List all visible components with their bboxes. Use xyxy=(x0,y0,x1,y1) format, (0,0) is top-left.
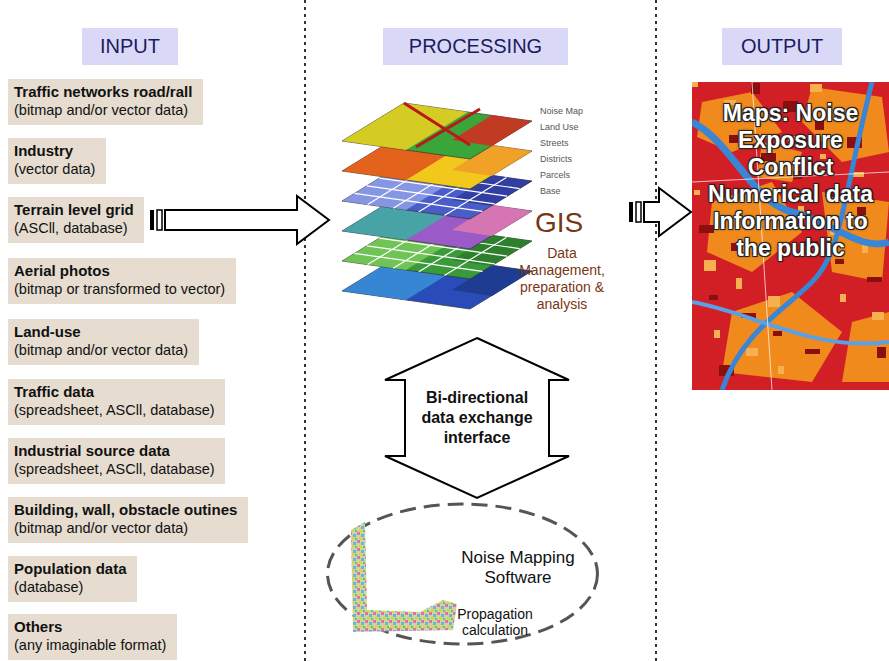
text-block: Industry xyxy=(14,141,100,160)
layer-label: Parcels xyxy=(540,170,570,180)
text-block: Noise Mapping Software xyxy=(437,548,599,588)
input-box: Industry(vector data) xyxy=(8,138,106,184)
road-line xyxy=(692,302,889,344)
text-block: Maps: Noise Exposure Conflict Numerical … xyxy=(702,100,879,262)
exposure-area xyxy=(842,312,889,382)
text-block: (bitmap and/or vector data) xyxy=(14,101,197,120)
text-block: Aerial photos xyxy=(14,261,230,280)
arrow-tail-bar xyxy=(150,210,154,230)
building-block xyxy=(877,347,886,358)
grid-line xyxy=(367,186,495,204)
column-heading: OUTPUT xyxy=(722,28,842,65)
building-block xyxy=(867,277,882,282)
layer-label: Streets xyxy=(540,138,569,148)
building-block xyxy=(704,260,716,271)
block-arrow xyxy=(150,196,329,244)
text-block: OUTPUT xyxy=(741,35,823,58)
text-block: (vector data) xyxy=(14,160,100,179)
building-block xyxy=(872,312,884,320)
grid-line xyxy=(354,253,482,271)
text-block: Others xyxy=(14,617,171,636)
text-block: Traffic networks road/rall xyxy=(14,82,197,101)
input-box: Population data(database) xyxy=(8,556,137,602)
layer-label: Land Use xyxy=(540,122,579,132)
input-box: Building, wall, obstacle outines(bitmap … xyxy=(8,497,248,543)
text-block: Propagation calculation xyxy=(430,606,560,638)
street-line xyxy=(692,82,889,390)
text-block: Traffic data xyxy=(14,382,219,401)
grid-line xyxy=(354,193,482,211)
building-block xyxy=(810,84,822,92)
input-box: Terrain level grid(ASCll, database) xyxy=(8,197,144,243)
arrow-body xyxy=(165,196,329,244)
text-block: Terrain level grid xyxy=(14,200,138,219)
building-block xyxy=(746,348,758,356)
input-box: Aerial photos(bitmap or transformed to v… xyxy=(8,258,236,304)
text-block: (spreadsheet, ASCll, database) xyxy=(14,401,219,420)
text-block: Building, wall, obstacle outines xyxy=(14,500,242,519)
text-block: (spreadsheet, ASCll, database) xyxy=(14,460,219,479)
block-arrow xyxy=(629,188,691,236)
text-block: (bitmap or transformed to vector) xyxy=(14,280,230,299)
building-block xyxy=(694,190,700,195)
text-block: PROCESSING xyxy=(409,35,542,58)
arrow-tail-bar xyxy=(157,210,162,230)
grid-line xyxy=(367,246,495,264)
divider-line xyxy=(655,0,657,661)
input-box: Traffic networks road/rall(bitmap and/or… xyxy=(8,79,203,125)
edge-label: Bi-directional data exchange interface xyxy=(411,388,543,448)
input-box: Traffic data(spreadsheet, ASCll, databas… xyxy=(8,379,225,425)
building-block xyxy=(729,135,738,143)
layer-label: Districts xyxy=(540,154,572,164)
text-block: (bitmap and/or vector data) xyxy=(14,341,193,360)
divider-line xyxy=(304,0,306,661)
building-block xyxy=(773,331,782,336)
text-block: Land-use xyxy=(14,322,193,341)
map-ground xyxy=(692,82,889,390)
map-layer xyxy=(342,103,532,159)
text-block: Population data xyxy=(14,559,131,578)
building-block xyxy=(709,295,718,300)
software-ellipse: Noise Mapping SoftwarePropagation calcul… xyxy=(325,500,600,648)
building-block xyxy=(768,296,780,307)
dashed-ellipse xyxy=(328,504,598,644)
column-heading: INPUT xyxy=(82,28,178,65)
text-block: (database) xyxy=(14,578,131,597)
building-block xyxy=(699,225,714,233)
output-map: Maps: Noise Exposure Conflict Numerical … xyxy=(692,82,889,390)
arrow-body xyxy=(385,338,569,498)
building-block xyxy=(736,278,742,289)
text-block: (ASCll, database) xyxy=(14,219,138,238)
input-box: Land-use(bitmap and/or vector data) xyxy=(8,319,199,365)
arrow-tail-bar xyxy=(636,202,641,222)
arrow-tail-bar xyxy=(629,202,633,222)
text-block: Industrial source data xyxy=(14,441,219,460)
text-block: GIS xyxy=(535,207,583,239)
building-block xyxy=(805,349,820,354)
input-box: Industrial source data(spreadsheet, ASCl… xyxy=(8,438,225,484)
layer-label: Base xyxy=(540,186,561,196)
text-block: INPUT xyxy=(100,35,160,58)
building-block xyxy=(778,366,784,374)
layer-label: Noise Map xyxy=(540,106,583,116)
street-line xyxy=(404,103,470,145)
text-block: Data Management, preparation & analysis xyxy=(508,245,616,313)
building-block xyxy=(692,82,698,87)
input-box: Others(any imaginable format) xyxy=(8,614,177,660)
text-block: (any imaginable format) xyxy=(14,636,171,655)
arrow-body xyxy=(644,188,691,236)
column-heading: PROCESSING xyxy=(383,28,568,65)
propagation-grid xyxy=(351,522,457,632)
block-arrow xyxy=(385,338,569,498)
text-block: (bitmap and/or vector data) xyxy=(14,519,242,538)
building-block xyxy=(840,294,846,302)
building-block xyxy=(714,330,720,338)
street-line xyxy=(416,109,480,147)
